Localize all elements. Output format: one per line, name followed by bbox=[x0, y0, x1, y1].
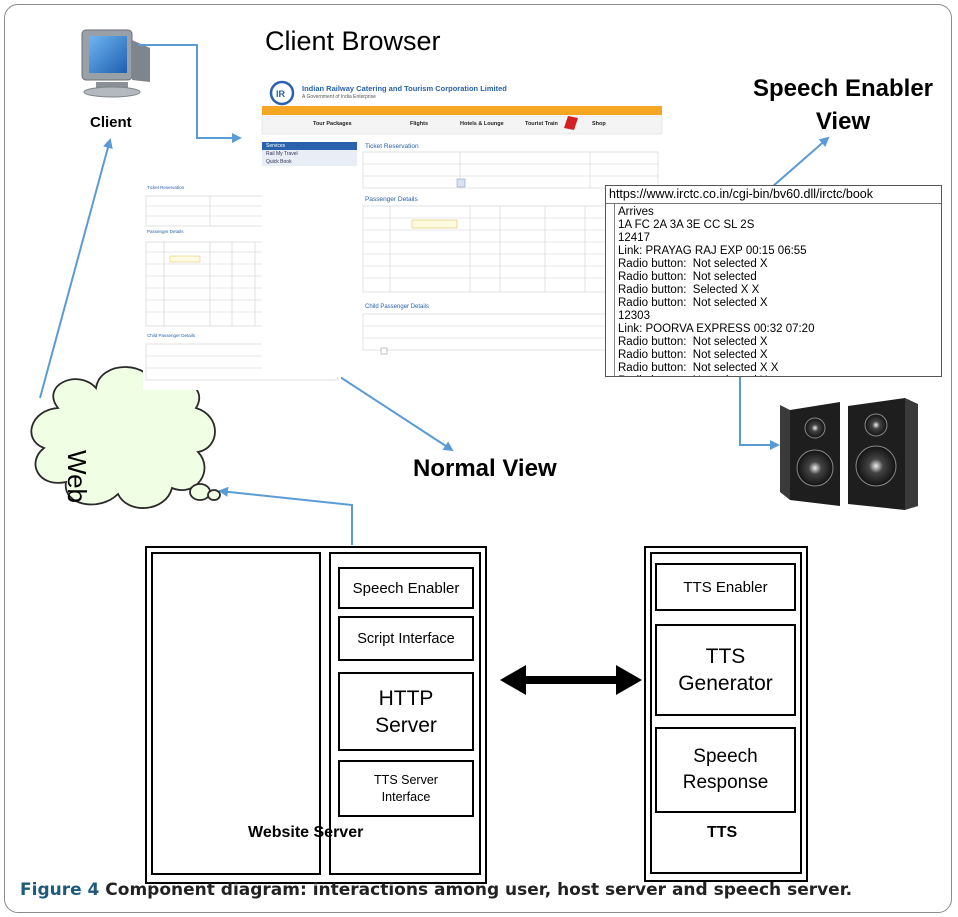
irctc-side-rail[interactable]: Rail My Travel bbox=[266, 151, 298, 157]
speech-view-line[interactable]: Link: PRAYAG RAJ EXP 00:15 06:55 bbox=[618, 245, 807, 257]
client-to-browser-arrow bbox=[138, 44, 242, 143]
irctc-org-title: Indian Railway Catering and Tourism Corp… bbox=[302, 84, 507, 93]
web-cloud bbox=[30, 366, 221, 509]
irctc-nav-flights[interactable]: Flights bbox=[410, 121, 429, 127]
figure-number: Figure 4 bbox=[20, 880, 100, 900]
figure-frame bbox=[4, 4, 952, 913]
speech-view-line[interactable]: Radio button: Not selected X X bbox=[618, 362, 779, 374]
tts-server-interface-module: TTS Server Interface bbox=[338, 760, 474, 817]
client-label: Client bbox=[90, 114, 132, 131]
normal-view-screenshot-main: IR bbox=[261, 77, 663, 377]
speech-view-line: Arrives bbox=[618, 206, 654, 218]
web-to-client-arrow bbox=[39, 138, 113, 399]
speech-view-url: https://www.irctc.co.in/cgi-bin/bv60.dll… bbox=[606, 186, 941, 204]
server-to-web-arrow bbox=[218, 486, 353, 545]
speech-response-module: Speech Response bbox=[655, 727, 796, 813]
caption-text: Component diagram: interactions among us… bbox=[99, 880, 853, 900]
figure-caption: Figure 4 Component diagram: interactions… bbox=[20, 880, 852, 900]
speech-view-line[interactable]: Radio button: Not selected X bbox=[618, 375, 814, 376]
tts-label: TTS bbox=[707, 824, 738, 841]
client-browser-label: Client Browser bbox=[265, 26, 441, 56]
web-label: Web bbox=[62, 450, 92, 503]
website-server-label: Website Server bbox=[248, 824, 364, 841]
irctc-passenger-title: Passenger Details bbox=[365, 196, 418, 203]
irctc-nav-tour[interactable]: Tour Packages bbox=[313, 121, 352, 127]
irctc-org-subtitle: A Government of India Enterprise bbox=[302, 94, 376, 100]
speech-view-line[interactable]: Link: POORVA EXPRESS 00:32 07:20 bbox=[618, 323, 815, 335]
speech-view-line[interactable]: Radio button: Not selected X bbox=[618, 297, 768, 309]
svg-text:Ticket Reservation: Ticket Reservation bbox=[147, 185, 185, 190]
irctc-section-title: Ticket Reservation bbox=[365, 143, 419, 150]
speech-view-line: 12303 bbox=[618, 310, 650, 322]
speech-enabler-view-label: Speech Enabler View bbox=[752, 75, 934, 135]
speech-view-line[interactable]: Radio button: Not selected X bbox=[618, 349, 768, 361]
speech-view-line[interactable]: Radio button: Selected X X bbox=[618, 284, 760, 296]
tts-generator-module: TTS Generator bbox=[655, 624, 796, 716]
irctc-nav-tourist-train[interactable]: Tourist Train bbox=[525, 121, 558, 127]
bidirectional-arrow bbox=[500, 665, 642, 695]
tts-enabler-module: TTS Enabler bbox=[655, 563, 796, 611]
speech-view-line[interactable]: Radio button: Not selected X bbox=[618, 336, 768, 348]
irctc-nav-shop[interactable]: Shop bbox=[592, 121, 606, 127]
svg-text:Child Passenger Details: Child Passenger Details bbox=[147, 333, 196, 338]
speech-view-line[interactable]: Radio button: Not selected X bbox=[618, 258, 768, 270]
speech-view-line: 1A FC 2A 3A 3E CC SL 2S bbox=[618, 219, 755, 231]
normal-view-label: Normal View bbox=[413, 455, 557, 482]
script-interface-module: Script Interface bbox=[338, 616, 474, 661]
speech-enabler-module: Speech Enabler bbox=[338, 567, 474, 609]
server-image-panel bbox=[151, 552, 321, 875]
client-computer-icon bbox=[81, 29, 150, 98]
svg-text:IR: IR bbox=[276, 89, 286, 99]
irctc-child-title: Child Passenger Details bbox=[365, 304, 430, 310]
irctc-side-quickbook[interactable]: Quick Book bbox=[266, 159, 292, 165]
speech-view-line: 12417 bbox=[618, 232, 650, 244]
svg-text:Passenger Details: Passenger Details bbox=[147, 229, 184, 234]
http-server-module: HTTP Server bbox=[338, 672, 474, 751]
speech-view-border-line bbox=[614, 204, 615, 376]
speech-view-line[interactable]: Radio button: Not selected bbox=[618, 271, 757, 283]
speech-enabler-view-box: https://www.irctc.co.in/cgi-bin/bv60.dll… bbox=[605, 185, 942, 377]
speech-to-speaker-arrow bbox=[739, 377, 780, 450]
irctc-side-services[interactable]: Services bbox=[266, 143, 286, 149]
speakers-icon bbox=[780, 398, 918, 510]
irctc-nav-hotels[interactable]: Hotels & Lounge bbox=[460, 121, 504, 127]
